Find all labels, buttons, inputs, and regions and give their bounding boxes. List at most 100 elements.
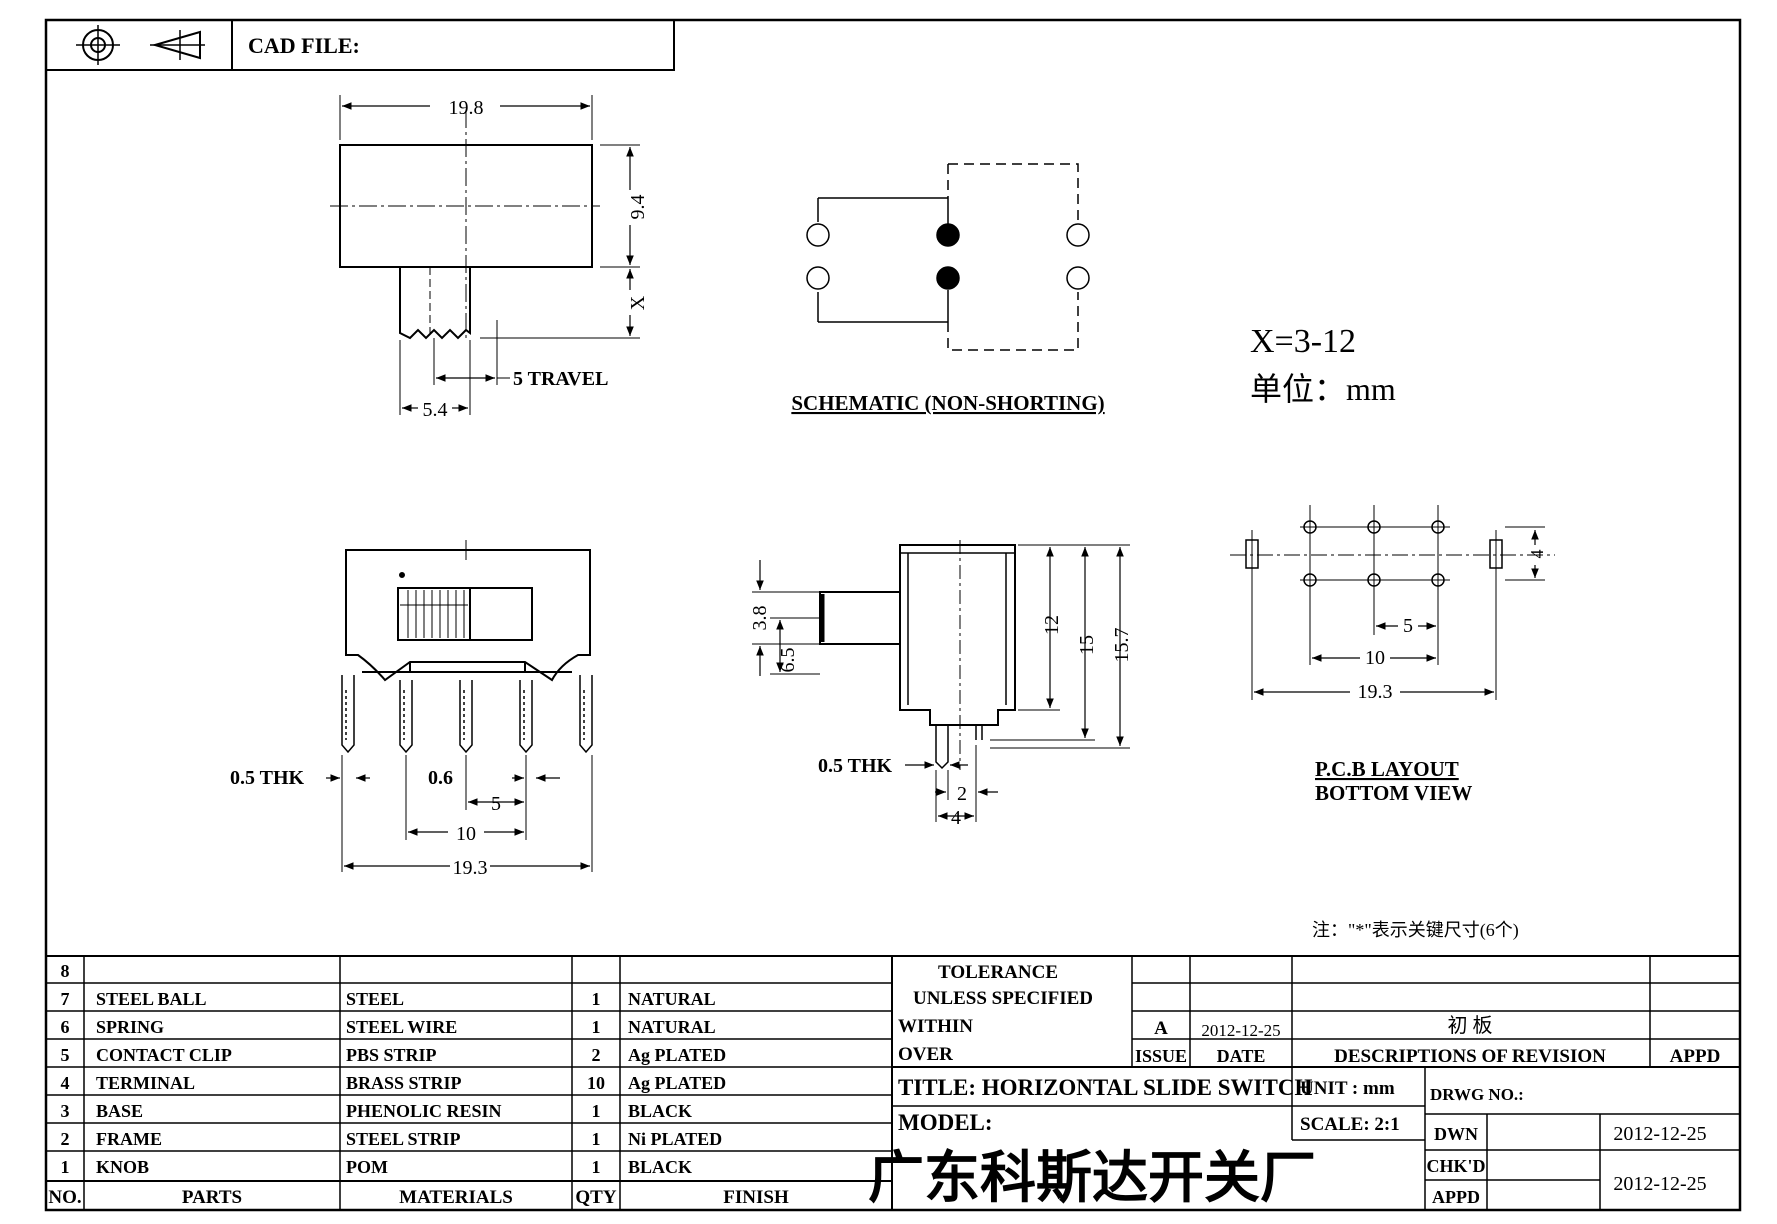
revision-description: 初 板 [1448,1014,1493,1037]
bom-cell-no: 2 [61,1129,70,1149]
unit-note: 单位：mm [1250,371,1396,407]
bom-cell-material: STEEL STRIP [346,1129,461,1149]
date-label: DATE [1217,1046,1266,1066]
bom-cell-no: 5 [61,1045,70,1065]
bom-cell-finish: NATURAL [628,989,716,1009]
front-dim-total: 19.3 [453,857,488,879]
bom-cell-no: 6 [61,1017,70,1037]
table-row: 6 SPRING STEEL WIRE 1 NATURAL [61,1017,716,1037]
bom-header-row: NO. PARTS MATERIALS QTY FINISH [48,1187,789,1208]
tolerance-label: TOLERANCE [938,962,1058,983]
bom-cell-material: STEEL [346,989,404,1009]
bom-cell-finish: Ag PLATED [628,1073,726,1093]
bom-cell-part: BASE [96,1101,143,1121]
dim-width-label: 19.8 [449,97,484,119]
table-row: 4 TERMINAL BRASS STRIP 10 Ag PLATED [61,1073,727,1093]
front-thk-label: 0.5 THK [230,767,305,789]
bom-header-finish: FINISH [723,1187,789,1208]
company-name: 广东科斯达开关厂 [868,1148,1316,1210]
bom-cell-material: BRASS STRIP [346,1073,462,1093]
side-dim-15-7: 15.7 [1111,628,1133,663]
bom-cell-no: 1 [61,1157,70,1177]
pcb-dim-10: 10 [1365,647,1385,669]
side-dim-12: 12 [1041,615,1063,635]
pcb-layout [1230,505,1555,700]
appd-label: APPD [1432,1187,1480,1207]
dim-x-label: X [627,295,649,310]
bom-header-no: NO. [48,1187,81,1208]
model-label: MODEL: [898,1110,993,1135]
pcb-dim-4: 4 [1527,550,1547,559]
front-dim-5: 5 [491,793,501,815]
bom-cell-qty: 1 [592,1017,601,1037]
table-row: 7 STEEL BALL STEEL 1 NATURAL [61,989,716,1009]
bom-cell-part: KNOB [96,1157,149,1177]
header-box: CAD FILE: [45,19,675,71]
side-dim-3-8: 3.8 [749,606,771,631]
issue-value: A [1154,1018,1168,1039]
cad-file-label: CAD FILE: [248,33,360,58]
within-label: WITHIN [898,1016,973,1037]
x-range-note: X=3-12 [1250,323,1356,360]
bom-cell-qty: 2 [592,1045,601,1065]
side-dim-4: 4 [951,807,961,829]
dim-knob-label: 5.4 [423,399,448,421]
bom-cell-material: PHENOLIC RESIN [346,1101,502,1121]
descriptions-label: DESCRIPTIONS OF REVISION [1334,1046,1606,1067]
top-view [330,95,640,415]
bom-cell-qty: 10 [587,1073,605,1093]
side-dim-15: 15 [1076,635,1098,655]
side-dim-6-5: 6.5 [777,648,799,673]
bom-cell-qty: 1 [592,989,601,1009]
schematic-diagram [806,163,1090,351]
bom-header-qty: QTY [575,1187,616,1208]
bom-cell-finish: BLACK [628,1157,692,1177]
dwn-date: 2012-12-25 [1613,1123,1706,1145]
side-thk-label: 0.5 THK [818,755,893,777]
unit-label: UNIT : mm [1300,1078,1395,1099]
issue-label: ISSUE [1135,1046,1187,1066]
title-block [892,956,1740,1210]
bom-cell-no: 4 [61,1073,70,1093]
third-angle-projection-icon [76,25,205,65]
unless-specified-label: UNLESS SPECIFIED [913,988,1093,1009]
table-row: 1 KNOB POM 1 BLACK [61,1157,693,1177]
bom-cell-part: FRAME [96,1129,162,1149]
over-label: OVER [898,1044,953,1065]
revision-date: 2012-12-25 [1201,1021,1280,1040]
bom-cell-qty: 1 [592,1157,601,1177]
bom-header-parts: PARTS [182,1187,242,1208]
chkd-date: 2012-12-25 [1613,1173,1706,1195]
bom-table [46,955,1740,1210]
bom-cell-finish: BLACK [628,1101,692,1121]
front-view [326,540,593,872]
bom-cell-finish: NATURAL [628,1017,716,1037]
bom-cell-material: POM [346,1157,388,1177]
dim-height-label: 9.4 [627,195,649,220]
bom-cell-part: TERMINAL [96,1073,195,1093]
bom-cell-part: CONTACT CLIP [96,1045,232,1065]
bom-cell-part: SPRING [96,1017,164,1037]
side-dim-2: 2 [957,783,967,805]
bom-cell-material: STEEL WIRE [346,1017,457,1037]
bom-cell-material: PBS STRIP [346,1045,437,1065]
drawing-title: TITLE: HORIZONTAL SLIDE SWITCH [898,1075,1312,1100]
pcb-caption-1: P.C.B LAYOUT [1315,757,1459,781]
pcb-dim-19-3: 19.3 [1358,681,1393,703]
front-pin-label: 0.6 [428,767,453,789]
scale-label: SCALE: 2:1 [1300,1114,1400,1135]
bom-cell-no: 7 [61,989,70,1009]
travel-label: 5 TRAVEL [513,368,608,390]
bom-cell-qty: 1 [592,1101,601,1121]
schematic-caption: SCHEMATIC (NON-SHORTING) [791,391,1104,415]
bom-cell-part: STEEL BALL [96,989,207,1009]
bom-cell-no: 3 [61,1101,70,1121]
drwg-no-label: DRWG NO.: [1430,1085,1524,1104]
pcb-dim-5: 5 [1403,615,1413,637]
table-row: 8 [61,961,70,981]
side-view [752,540,1130,822]
bom-cell-finish: Ni PLATED [628,1129,722,1149]
